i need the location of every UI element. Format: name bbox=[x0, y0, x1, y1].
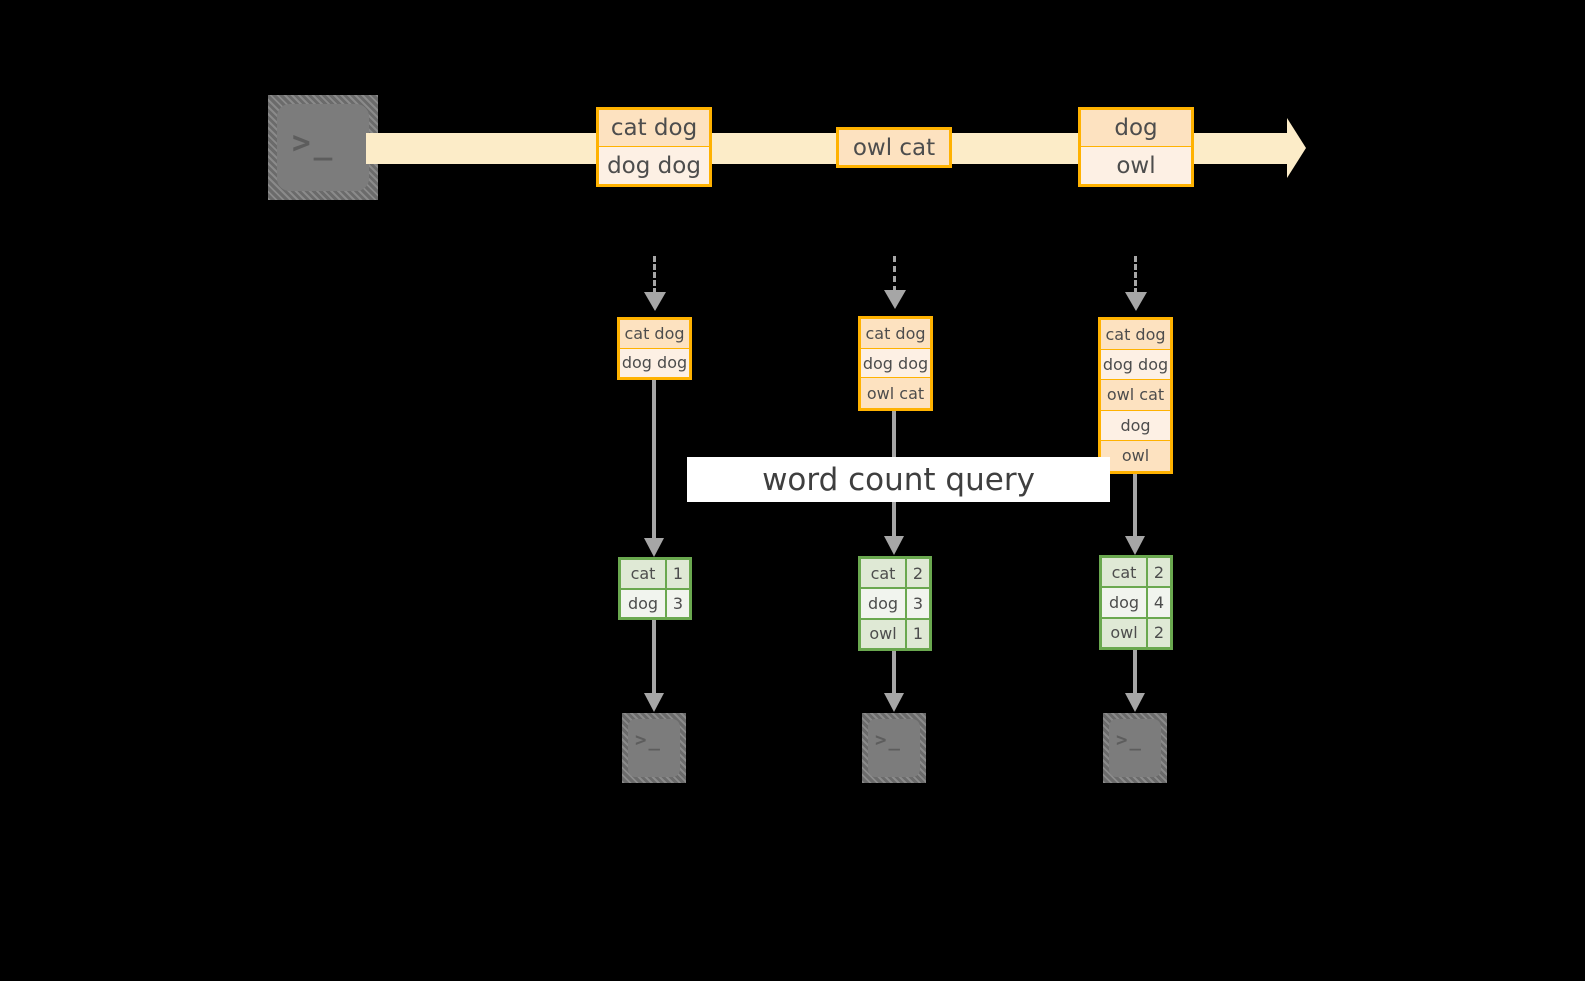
snapshot-input-line: dog dog bbox=[620, 348, 689, 377]
terminal-prompt-glyph: >_ bbox=[875, 729, 902, 751]
result-connector-2 bbox=[892, 651, 896, 695]
table-row: dog 3 bbox=[621, 589, 689, 617]
table-row: dog 4 bbox=[1102, 588, 1170, 619]
snapshot-3-input-box[interactable]: cat dog dog dog owl cat dog owl bbox=[1098, 317, 1173, 474]
result-connector-arrowhead-2 bbox=[884, 693, 904, 712]
table-row: owl 2 bbox=[1102, 618, 1170, 647]
result-word: cat bbox=[1102, 558, 1148, 587]
result-word: dog bbox=[1102, 588, 1148, 617]
result-connector-1 bbox=[652, 620, 656, 695]
stream-arrow-head bbox=[1287, 118, 1306, 178]
result-count: 1 bbox=[907, 619, 929, 648]
result-word: cat bbox=[621, 560, 667, 588]
stream-message-line: owl cat bbox=[839, 130, 949, 165]
snapshot-2-input-box[interactable]: cat dog dog dog owl cat bbox=[858, 316, 933, 411]
stream-tap-dashed-1 bbox=[653, 256, 656, 294]
stream-tap-arrowhead-1 bbox=[644, 292, 666, 311]
stream-message-line: cat dog bbox=[599, 110, 709, 147]
snapshot-input-line: dog bbox=[1101, 410, 1170, 441]
producer-terminal-icon[interactable]: >_ bbox=[268, 95, 378, 200]
table-row: cat 2 bbox=[861, 559, 929, 590]
result-count: 1 bbox=[667, 560, 689, 588]
snapshot-input-line: dog dog bbox=[861, 348, 930, 379]
result-connector-3 bbox=[1133, 650, 1137, 695]
query-connector-arrowhead-1 bbox=[644, 538, 664, 557]
terminal-screen bbox=[868, 719, 920, 777]
result-count: 4 bbox=[1148, 588, 1170, 617]
stream-tap-arrowhead-3 bbox=[1125, 292, 1147, 311]
query-connector-3 bbox=[1133, 474, 1137, 538]
result-word: owl bbox=[861, 619, 907, 648]
snapshot-3-result-table[interactable]: cat 2 dog 4 owl 2 bbox=[1099, 555, 1173, 650]
result-count: 2 bbox=[1148, 618, 1170, 647]
stream-message-1[interactable]: cat dog dog dog bbox=[596, 107, 712, 187]
terminal-screen bbox=[1109, 719, 1161, 777]
stream-tap-dashed-2 bbox=[893, 256, 896, 292]
result-connector-arrowhead-1 bbox=[644, 693, 664, 712]
terminal-screen bbox=[628, 719, 680, 777]
snapshot-input-line: cat dog bbox=[861, 319, 930, 349]
snapshot-input-line: owl cat bbox=[1101, 380, 1170, 411]
stream-message-line: owl bbox=[1081, 147, 1191, 184]
stream-message-line: dog bbox=[1081, 110, 1191, 147]
table-row: cat 2 bbox=[1102, 558, 1170, 589]
terminal-screen bbox=[277, 104, 369, 191]
result-word: cat bbox=[861, 559, 907, 588]
stream-tap-arrowhead-2 bbox=[884, 290, 906, 309]
table-row: dog 3 bbox=[861, 589, 929, 620]
stream-message-line: dog dog bbox=[599, 147, 709, 184]
table-row: cat 1 bbox=[621, 560, 689, 590]
terminal-prompt-glyph: >_ bbox=[1116, 729, 1143, 751]
snapshot-input-line: cat dog bbox=[620, 320, 689, 349]
snapshot-1-consumer-terminal-icon[interactable]: >_ bbox=[622, 713, 686, 783]
terminal-prompt-glyph: >_ bbox=[635, 729, 662, 751]
result-word: owl bbox=[1102, 618, 1148, 647]
stream-message-3[interactable]: dog owl bbox=[1078, 107, 1194, 187]
snapshot-1-result-table[interactable]: cat 1 dog 3 bbox=[618, 557, 692, 620]
result-count: 2 bbox=[907, 559, 929, 588]
snapshot-input-line: cat dog bbox=[1101, 320, 1170, 351]
result-connector-arrowhead-3 bbox=[1125, 693, 1145, 712]
table-row: owl 1 bbox=[861, 619, 929, 648]
query-label: word count query bbox=[687, 457, 1110, 502]
snapshot-input-line: dog dog bbox=[1101, 350, 1170, 381]
terminal-prompt-glyph: >_ bbox=[292, 125, 336, 161]
result-word: dog bbox=[621, 589, 667, 617]
snapshot-2-consumer-terminal-icon[interactable]: >_ bbox=[862, 713, 926, 783]
result-word: dog bbox=[861, 589, 907, 618]
query-connector-arrowhead-3 bbox=[1125, 536, 1145, 555]
snapshot-3-consumer-terminal-icon[interactable]: >_ bbox=[1103, 713, 1167, 783]
snapshot-input-line: owl cat bbox=[861, 378, 930, 408]
stream-message-2[interactable]: owl cat bbox=[836, 127, 952, 168]
stream-tap-dashed-3 bbox=[1134, 256, 1137, 294]
result-count: 2 bbox=[1148, 558, 1170, 587]
snapshot-input-line: owl bbox=[1101, 440, 1170, 471]
query-connector-arrowhead-2 bbox=[884, 536, 904, 555]
result-count: 3 bbox=[907, 589, 929, 618]
query-connector-1 bbox=[652, 380, 656, 540]
result-count: 3 bbox=[667, 589, 689, 617]
snapshot-2-result-table[interactable]: cat 2 dog 3 owl 1 bbox=[858, 556, 932, 651]
snapshot-1-input-box[interactable]: cat dog dog dog bbox=[617, 317, 692, 380]
